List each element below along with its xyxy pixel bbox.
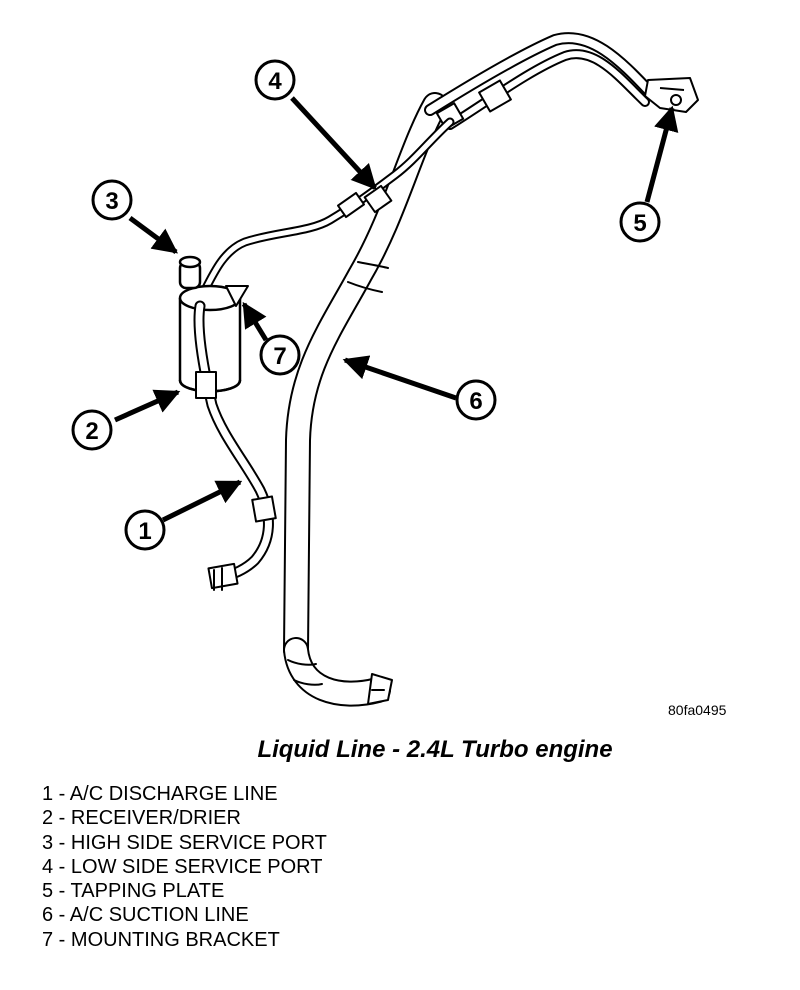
legend-sep: - [53,783,70,805]
figure-caption: Liquid Line - 2.4L Turbo engine [257,736,613,763]
legend-item: 7 - MOUNTING BRACKET [42,928,327,952]
discharge-line [193,300,277,591]
leader-5 [644,105,679,203]
leader-7 [241,301,269,342]
liquid-line [200,117,455,295]
legend-num: 3 [42,831,54,854]
callouts: 1 2 3 4 5 6 7 [71,59,661,551]
leader-lines [113,96,679,523]
legend-item: 3 - HIGH SIDE SERVICE PORT [42,831,327,855]
legend-sep: - [53,928,71,951]
legend-text: TAPPING PLATE [70,880,225,903]
legend-text: RECEIVER/DRIER [70,807,241,830]
legend-num: 5 [42,880,54,903]
legend-item: 2 - RECEIVER/DRIER [42,806,327,830]
legend-num: 4 [42,855,54,878]
legend-text: HIGH SIDE SERVICE PORT [70,831,327,854]
legend-item: 4 - LOW SIDE SERVICE PORT [42,855,327,879]
legend-text: A/C DISCHARGE LINE [69,783,278,805]
legend-item: 5 - TAPPING PLATE [42,879,327,903]
callout-label: 1 [138,518,151,545]
legend-sep: - [53,855,71,878]
callout-5: 5 [619,201,661,243]
legend-sep: - [53,831,71,854]
leader-1 [161,479,243,523]
callout-6: 6 [455,379,497,421]
callout-3: 3 [91,179,133,221]
legend-sep: - [53,807,71,830]
legend-num: 6 [42,904,54,927]
legend-text: LOW SIDE SERVICE PORT [70,855,323,878]
mounting-bracket [225,285,249,307]
figure-id: 80fa0495 [668,702,727,718]
legend-item: 6 - A/C SUCTION LINE [42,903,327,927]
callout-1: 1 [124,509,166,551]
callout-label: 7 [273,343,286,370]
legend-num: 1 [42,783,54,805]
callout-label: 3 [105,188,118,215]
upper-lines [424,32,656,130]
callout-label: 5 [633,210,646,237]
legend-num: 7 [42,928,54,951]
legend-item: 1 - A/C DISCHARGE LINE [42,782,327,806]
leader-6 [342,355,457,401]
leader-3 [128,215,179,255]
callout-label: 2 [85,418,98,445]
leader-2 [113,389,181,423]
legend-num: 2 [42,807,54,830]
callout-label: 6 [469,388,482,415]
callout-7: 7 [259,334,301,376]
legend-list: 1 - A/C DISCHARGE LINE 2 - RECEIVER/DRIE… [42,782,327,952]
legend-text: A/C SUCTION LINE [69,904,249,927]
callout-4: 4 [254,59,296,101]
callout-label: 4 [268,68,282,95]
legend-sep: - [53,880,71,903]
legend-sep: - [53,904,70,927]
callout-2: 2 [71,409,113,451]
leader-4 [290,96,377,190]
legend-text: MOUNTING BRACKET [70,928,280,951]
ac-line-diagram: 1 2 3 4 5 6 7 [71,32,699,707]
tapping-plate [644,77,699,113]
